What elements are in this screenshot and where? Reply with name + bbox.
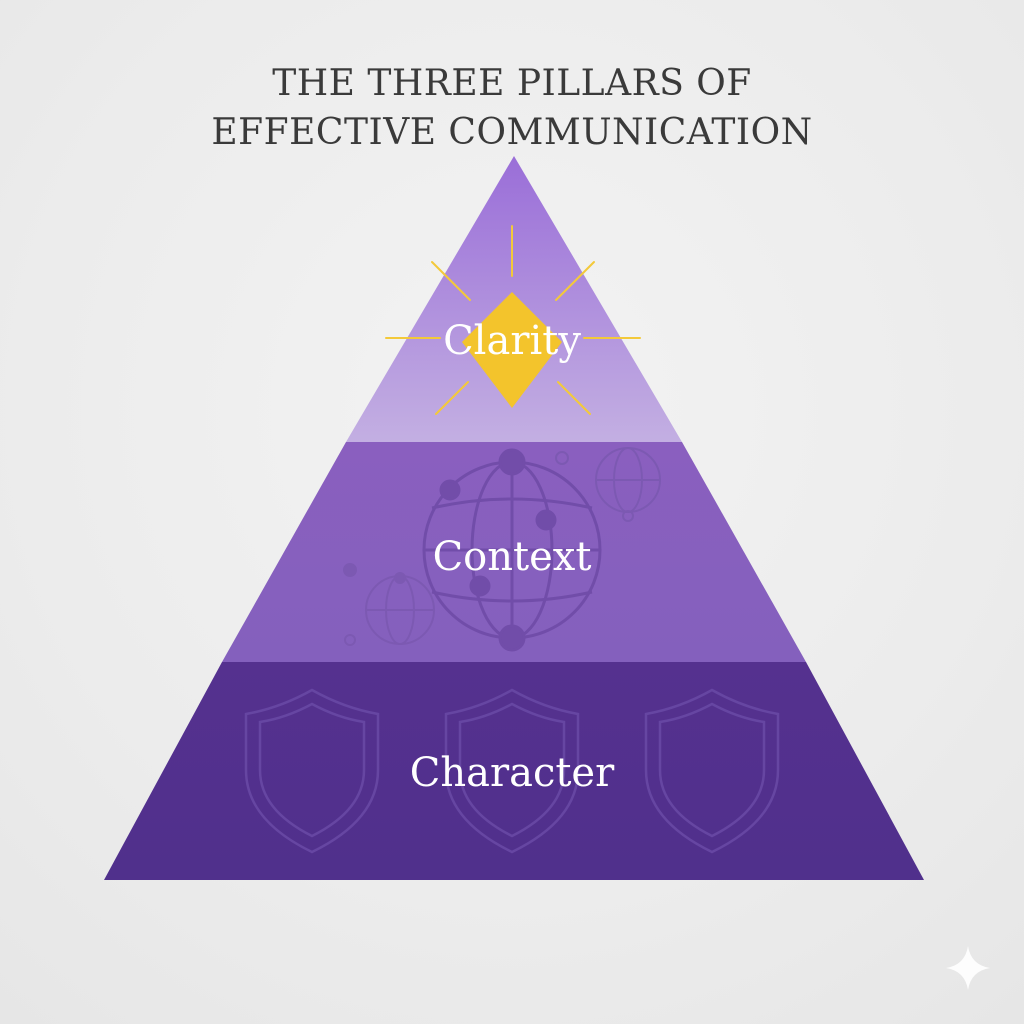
- tier-label-clarity: Clarity: [443, 318, 581, 364]
- globe-network-icon: [422, 448, 602, 652]
- shield-icon: [644, 688, 780, 854]
- tier-character: Character: [104, 662, 924, 880]
- shield-icon: [244, 688, 380, 854]
- diamond-burst-icon: [385, 225, 641, 415]
- tier-context: Context: [222, 442, 806, 662]
- small-globe-icon: [555, 447, 661, 522]
- shield-icon: [444, 688, 580, 854]
- sparkle-icon: [946, 946, 990, 990]
- tier-label-context: Context: [433, 534, 592, 580]
- tier-clarity: Clarity: [346, 156, 682, 442]
- small-globe-icon: [343, 563, 435, 646]
- tier-character-shape: [104, 662, 924, 880]
- tier-label-character: Character: [410, 750, 615, 796]
- title-line-1: THE THREE PILLARS OF: [272, 63, 752, 104]
- tier-context-shape: [222, 442, 806, 662]
- title-line-2: EFFECTIVE COMMUNICATION: [211, 112, 813, 153]
